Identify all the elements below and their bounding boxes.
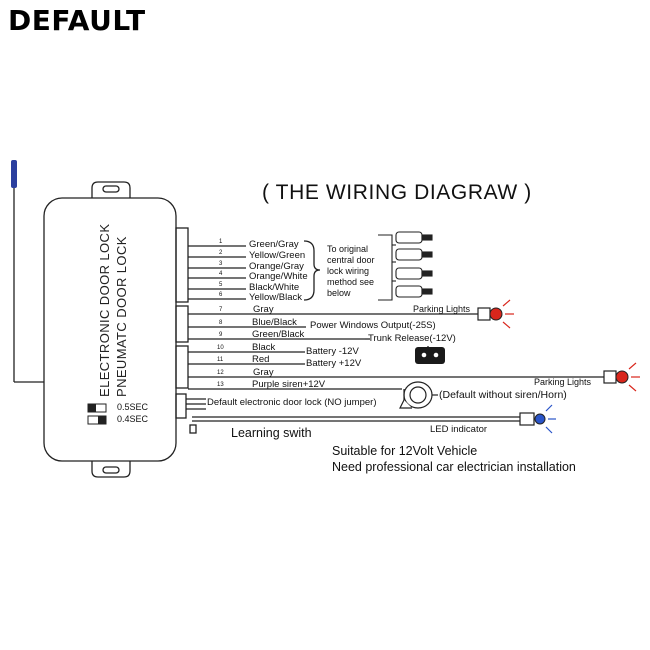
pin-2: 2	[219, 250, 223, 256]
pin-1: 1	[219, 239, 223, 245]
central-note-line-3: lock wiring	[327, 266, 370, 276]
led-indicator-graphic	[519, 404, 556, 434]
learning-switch-stub	[189, 424, 197, 434]
wire-label-11: Red	[252, 354, 270, 365]
wire-label-5: Black/White	[249, 282, 300, 293]
parking-lights-label-1: Parking Lights	[413, 304, 471, 314]
power-windows-label: Power Windows Output(-25S)	[310, 320, 436, 331]
pin-8: 8	[219, 320, 223, 326]
parking-lights-label-2: Parking Lights	[534, 377, 592, 387]
wire-label-10: Black	[252, 342, 276, 353]
watermark: DEFAULT	[8, 4, 146, 37]
mount-hole-top	[102, 185, 120, 193]
pin-11: 11	[217, 357, 224, 363]
pin-7: 7	[219, 307, 223, 313]
wire-label-1: Green/Gray	[249, 239, 299, 250]
wire-label-3: Orange/Gray	[249, 261, 304, 272]
diagram-title: ( THE WIRING DIAGRAW )	[262, 181, 532, 204]
central-note-line-1: To original	[327, 244, 369, 254]
led-indicator-label: LED indicator	[430, 424, 488, 435]
unit-label-line2: PNEUMATC DOOR LOCK	[114, 236, 129, 397]
trunk-battery-connector	[415, 347, 445, 364]
parking-lamp-1	[477, 299, 514, 329]
learning-switch-label: Learning swith	[231, 426, 312, 440]
pin-3: 3	[219, 261, 223, 267]
wire-label-13: Purple siren+12V	[252, 379, 326, 390]
jumper-label: Default electronic door lock (NO jumper)	[207, 397, 377, 408]
pin-9: 9	[219, 332, 223, 338]
mount-tab-top	[91, 181, 131, 198]
pin-12: 12	[217, 370, 224, 376]
wire-group-central-lock	[188, 240, 321, 301]
wire-label-8: Blue/Black	[252, 317, 297, 328]
wire-label-2: Yellow/Green	[249, 250, 306, 261]
footer-line-1: Suitable for 12Volt Vehicle	[332, 444, 478, 458]
mount-tab-bottom	[91, 461, 131, 478]
central-note-line-2: central door	[327, 255, 375, 265]
footer-line-2: Need professional car electrician instal…	[332, 460, 576, 474]
pin-10: 10	[217, 345, 224, 351]
connector-block-3	[175, 345, 189, 389]
parking-lamp-2	[603, 362, 640, 392]
pin-13: 13	[217, 382, 224, 388]
jumper-connector	[175, 393, 187, 419]
siren-label: (Default without siren/Horn)	[439, 389, 567, 401]
wire-label-12: Gray	[253, 367, 274, 378]
central-lock-note: To original central door lock wiring met…	[327, 244, 375, 299]
battery-neg-label: Battery -12V	[306, 346, 359, 357]
unit-label: ELECTRONIC DOOR LOCK PNEUMATC DOOR LOCK	[96, 223, 134, 397]
siren-horn	[399, 381, 438, 409]
central-note-line-5: below	[327, 288, 351, 298]
central-note-line-4: method see	[327, 277, 375, 287]
trunk-release-label: Trunk Release(-12V)	[368, 333, 456, 344]
unit-label-line1: ELECTRONIC DOOR LOCK	[97, 223, 112, 397]
pin-6: 6	[219, 292, 223, 298]
wire-label-4: Orange/White	[249, 271, 308, 282]
central-lock-connectors	[378, 231, 433, 301]
wire-label-6: Yellow/Black	[249, 292, 302, 303]
connector-block-2	[175, 305, 189, 343]
pin-5: 5	[219, 282, 223, 288]
wire-label-7: Gray	[253, 304, 274, 315]
timing-label-2: 0.4SEC	[117, 414, 149, 424]
antenna-tip	[11, 160, 17, 188]
battery-pos-label: Battery +12V	[306, 358, 362, 369]
pin-4: 4	[219, 271, 223, 277]
wire-label-9: Green/Black	[252, 329, 305, 340]
timing-label-1: 0.5SEC	[117, 402, 149, 412]
mount-hole-bottom	[102, 466, 120, 474]
connector-block-1	[175, 227, 189, 303]
